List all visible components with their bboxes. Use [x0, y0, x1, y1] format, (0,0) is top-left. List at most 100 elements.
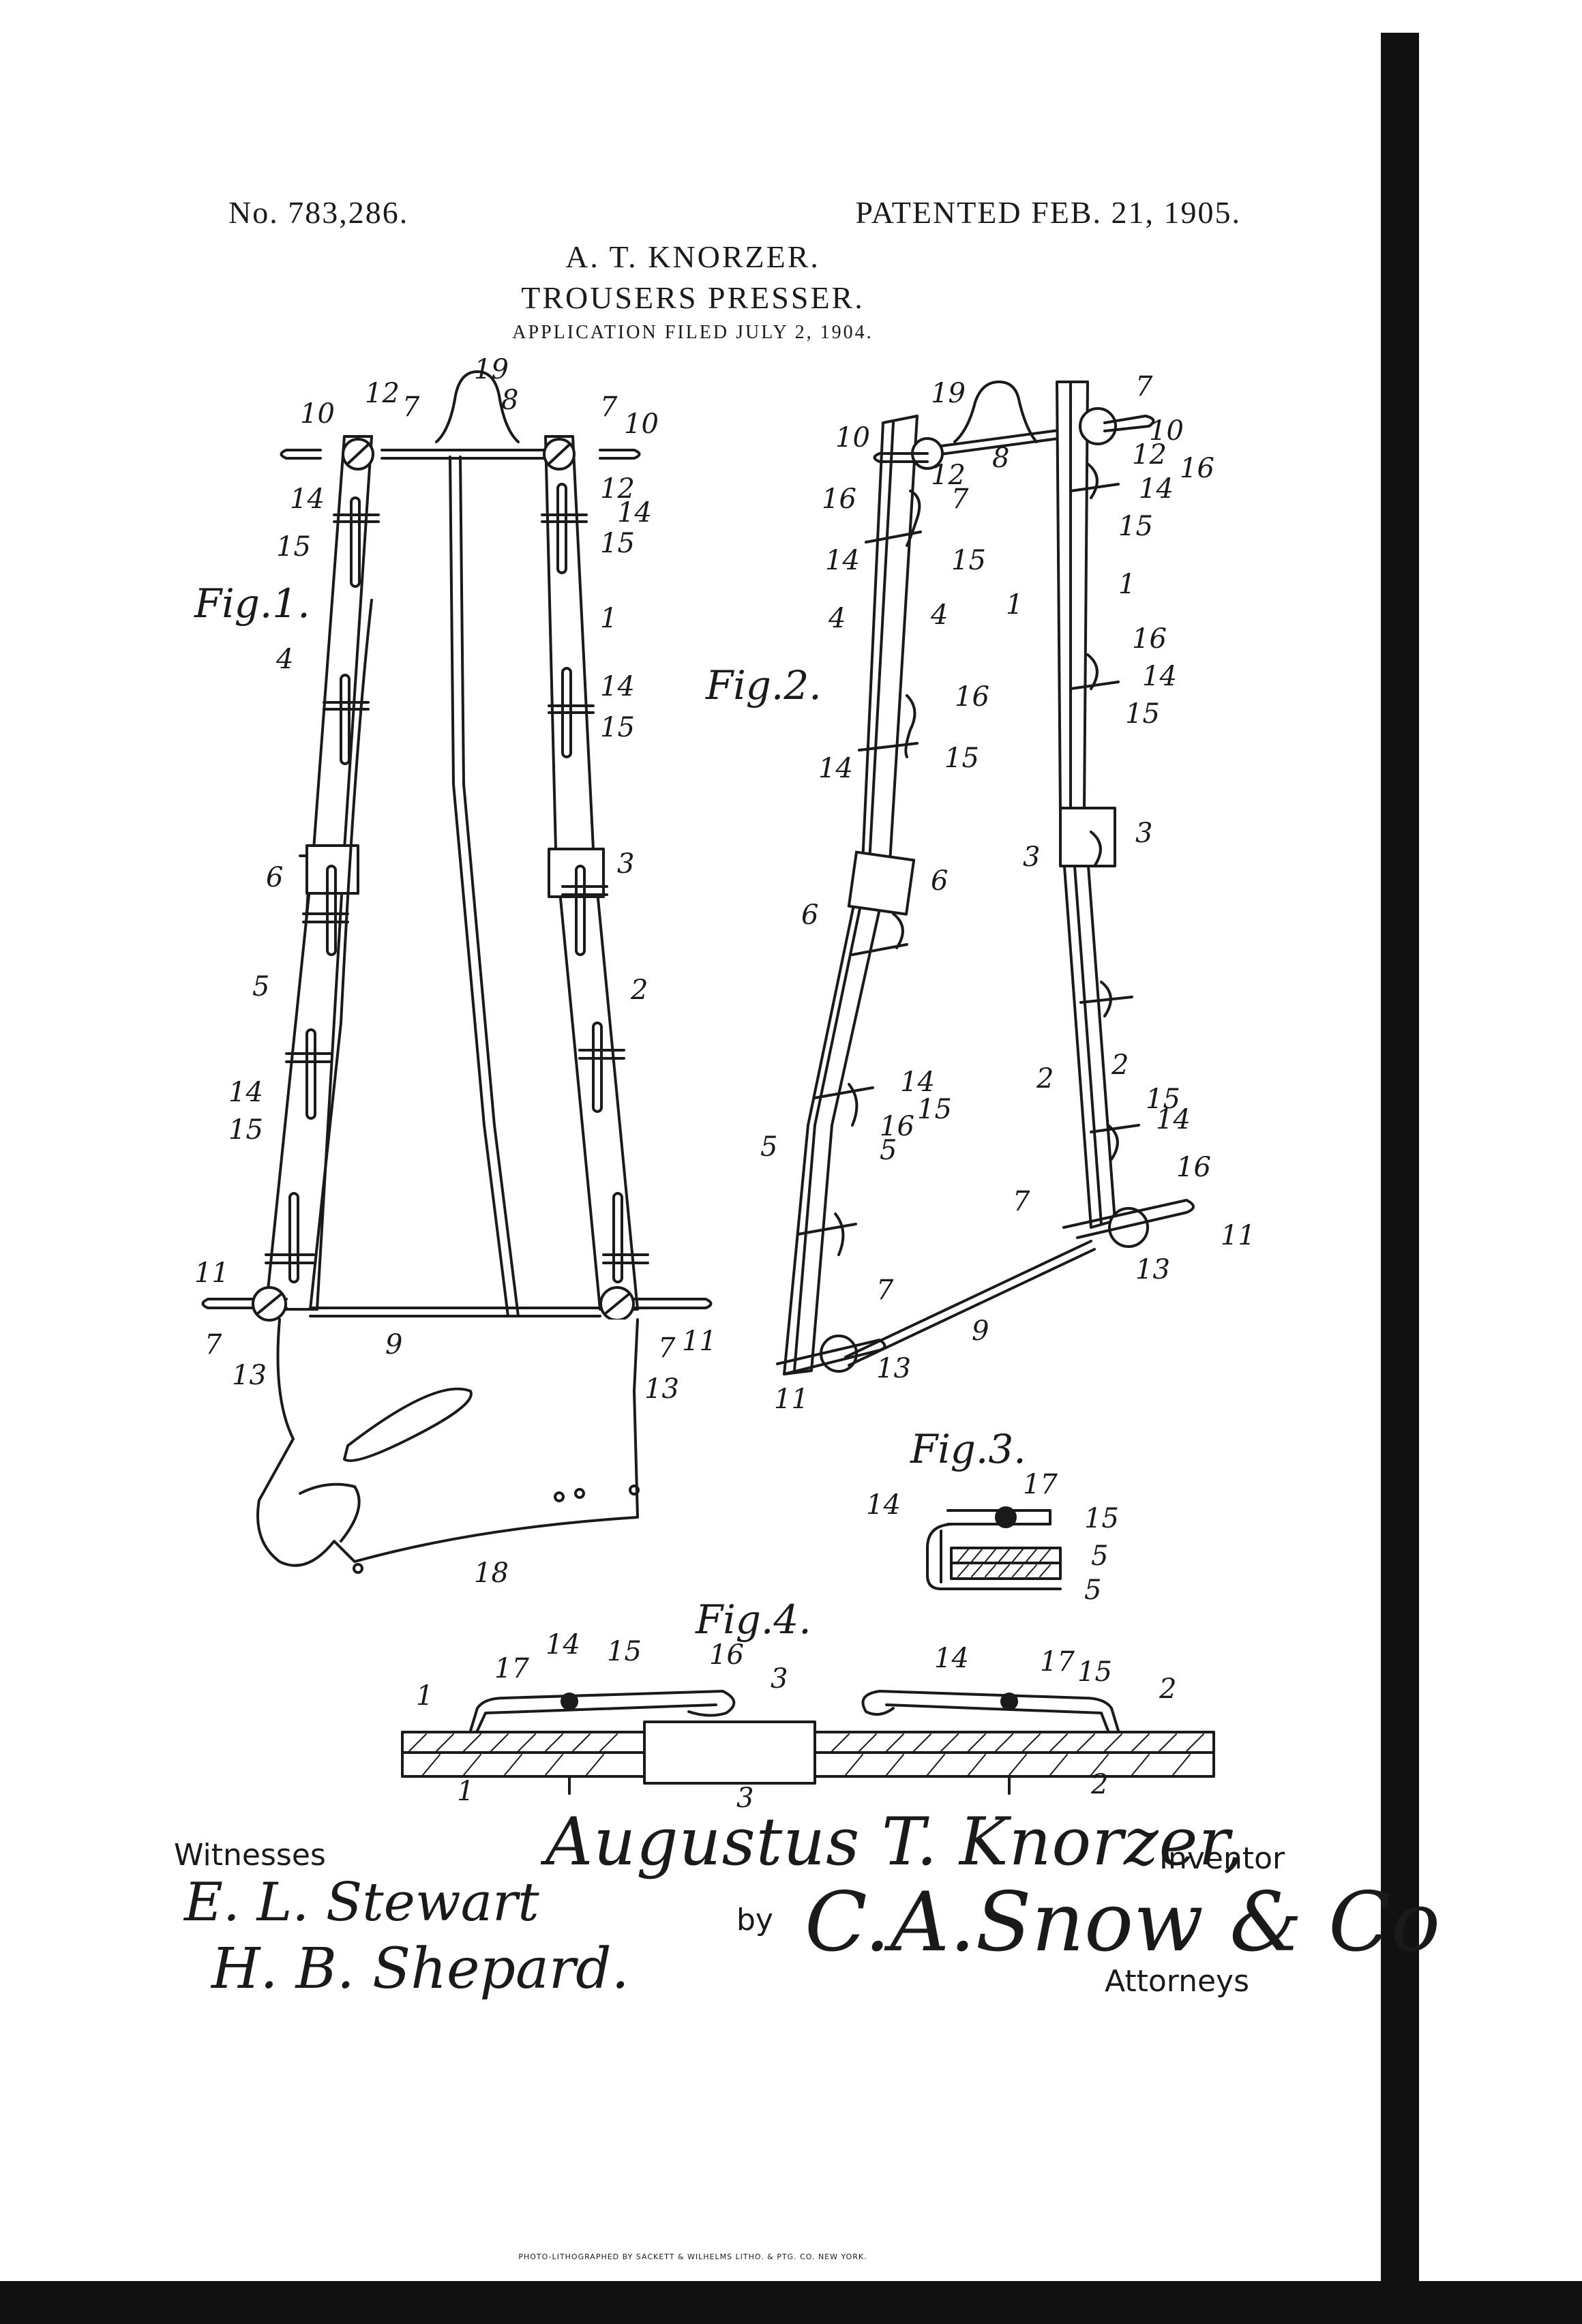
label-15b: 15: [600, 528, 635, 559]
label-16: 16: [1180, 453, 1214, 484]
inventor-signature: Augustus T. Knorzer,: [546, 1804, 1245, 1880]
reference-labels: 19 12 7 8 10 7 10 12 14 14 15 15 Fig.1. …: [194, 354, 1255, 1814]
witness-signature-2: H. B. Shepard.: [211, 1937, 629, 2001]
label-3b: 3: [1023, 841, 1040, 873]
label-3e: 3: [736, 1783, 753, 1814]
label-15g: 15: [1125, 698, 1160, 730]
label-14: 14: [290, 483, 325, 515]
label-1c: 1: [1118, 569, 1135, 600]
label-15f: 15: [951, 545, 986, 576]
label-7h: 7: [876, 1275, 894, 1306]
label-4: 4: [275, 644, 293, 675]
label-14k: 14: [866, 1489, 901, 1521]
figure-3-drawing: [926, 1506, 1062, 1590]
right-bar-clips: [541, 483, 649, 1283]
left-bar-clips: [265, 496, 380, 1283]
label-12b: 12: [600, 473, 635, 505]
label-6: 6: [266, 862, 283, 893]
label-11c: 11: [1221, 1220, 1255, 1251]
label-15d: 15: [228, 1114, 263, 1146]
label-16e: 16: [880, 1111, 914, 1142]
label-3d: 3: [771, 1663, 788, 1695]
label-5e: 5: [1084, 1575, 1101, 1606]
label-5d: 5: [1091, 1540, 1108, 1572]
label-11: 11: [194, 1257, 229, 1289]
label-8b: 8: [992, 443, 1009, 474]
figure-1-label: Fig.1.: [194, 580, 310, 627]
label-9: 9: [385, 1329, 402, 1360]
label-16d: 16: [1132, 623, 1167, 655]
label-1e: 1: [457, 1776, 474, 1807]
label-16c: 16: [955, 681, 989, 713]
scan-edge-bottom: [0, 2281, 1582, 2324]
label-14j: 14: [1156, 1104, 1191, 1135]
label-5: 5: [252, 971, 269, 1002]
label-10d: 10: [835, 422, 870, 453]
figure-4-label: Fig.4.: [695, 1596, 811, 1643]
label-13b: 13: [644, 1373, 679, 1405]
label-13: 13: [232, 1360, 267, 1391]
label-1d: 1: [416, 1680, 433, 1712]
label-13d: 13: [876, 1353, 911, 1384]
figure-3-label: Fig.3.: [910, 1426, 1026, 1472]
label-10b: 10: [624, 408, 659, 440]
label-6b: 6: [931, 865, 948, 897]
label-12: 12: [365, 378, 400, 409]
witnesses-label: Witnesses: [174, 1838, 326, 1873]
application-filed: APPLICATION FILED JULY 2, 1904.: [512, 322, 874, 343]
label-19b: 19: [931, 378, 966, 409]
label-7: 7: [402, 391, 420, 423]
label-15c: 15: [600, 712, 635, 743]
label-3c: 3: [1135, 818, 1152, 849]
label-12c: 12: [931, 460, 966, 491]
label-15e: 15: [1118, 511, 1153, 542]
label-14m: 14: [934, 1643, 969, 1674]
figure-1-drawing: [201, 370, 713, 1574]
witness-signature-1: E. L. Stewart: [184, 1872, 539, 1933]
by-label: by: [736, 1903, 773, 1937]
label-14g: 14: [1142, 661, 1177, 692]
label-18: 18: [474, 1558, 509, 1589]
label-4c: 4: [930, 599, 948, 631]
label-10: 10: [300, 398, 335, 430]
label-15m: 15: [1077, 1656, 1112, 1688]
label-11d: 11: [774, 1384, 809, 1415]
label-7b: 7: [600, 391, 618, 423]
label-9b: 9: [972, 1315, 989, 1347]
label-8: 8: [501, 385, 518, 416]
figure-4-drawing: [401, 1690, 1215, 1795]
scan-edge-right: [1381, 33, 1419, 2324]
inventor-name: A. T. KNORZER.: [565, 239, 820, 274]
inventor-label: Inventor: [1159, 1841, 1285, 1876]
label-2b: 2: [1036, 1063, 1054, 1094]
label-2: 2: [630, 974, 648, 1006]
label-1: 1: [600, 603, 617, 634]
label-15: 15: [276, 531, 311, 563]
attorneys-label: Attorneys: [1105, 1964, 1249, 1999]
label-14f: 14: [825, 545, 860, 576]
attorney-signature: C.A.Snow & Co: [805, 1875, 1441, 1970]
label-7g: 7: [1013, 1186, 1030, 1217]
label-2d: 2: [1159, 1673, 1176, 1705]
label-7e: 7: [1135, 371, 1153, 402]
fig2-clips: [796, 462, 1140, 1256]
label-14h: 14: [818, 753, 853, 784]
label-1b: 1: [1006, 589, 1023, 621]
label-17b: 17: [494, 1653, 529, 1684]
label-14d: 14: [228, 1077, 263, 1108]
label-17c: 17: [1040, 1646, 1075, 1678]
label-5c: 5: [880, 1135, 897, 1166]
label-3: 3: [617, 848, 634, 880]
label-13c: 13: [1135, 1254, 1170, 1285]
hanger-hook-19: [435, 370, 520, 443]
label-7f: 7: [951, 483, 969, 515]
label-16g: 16: [709, 1639, 744, 1671]
figure-2-drawing: [776, 381, 1195, 1375]
invention-title: TROUSERS PRESSER.: [521, 280, 865, 315]
patent-number: No. 783,286.: [228, 195, 409, 230]
printer-footer: PHOTO-LITHOGRAPHED BY SACKETT & WILHELMS…: [518, 2252, 867, 2261]
label-14e: 14: [1139, 473, 1174, 505]
label-7c: 7: [205, 1329, 222, 1360]
label-15i: 15: [1146, 1084, 1180, 1115]
